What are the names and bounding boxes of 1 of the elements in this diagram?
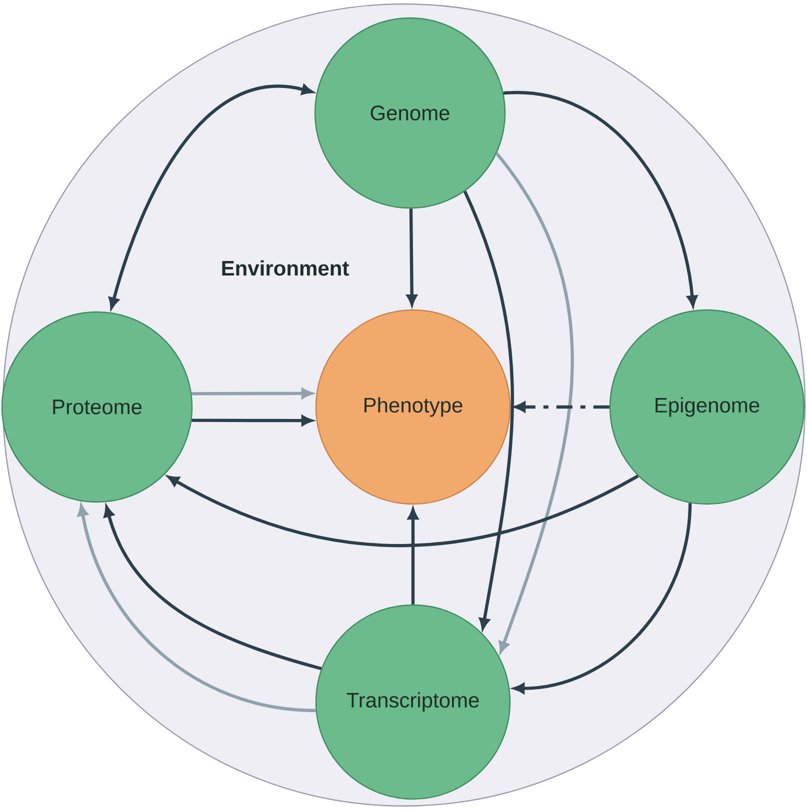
arrow bbox=[78, 504, 316, 712]
